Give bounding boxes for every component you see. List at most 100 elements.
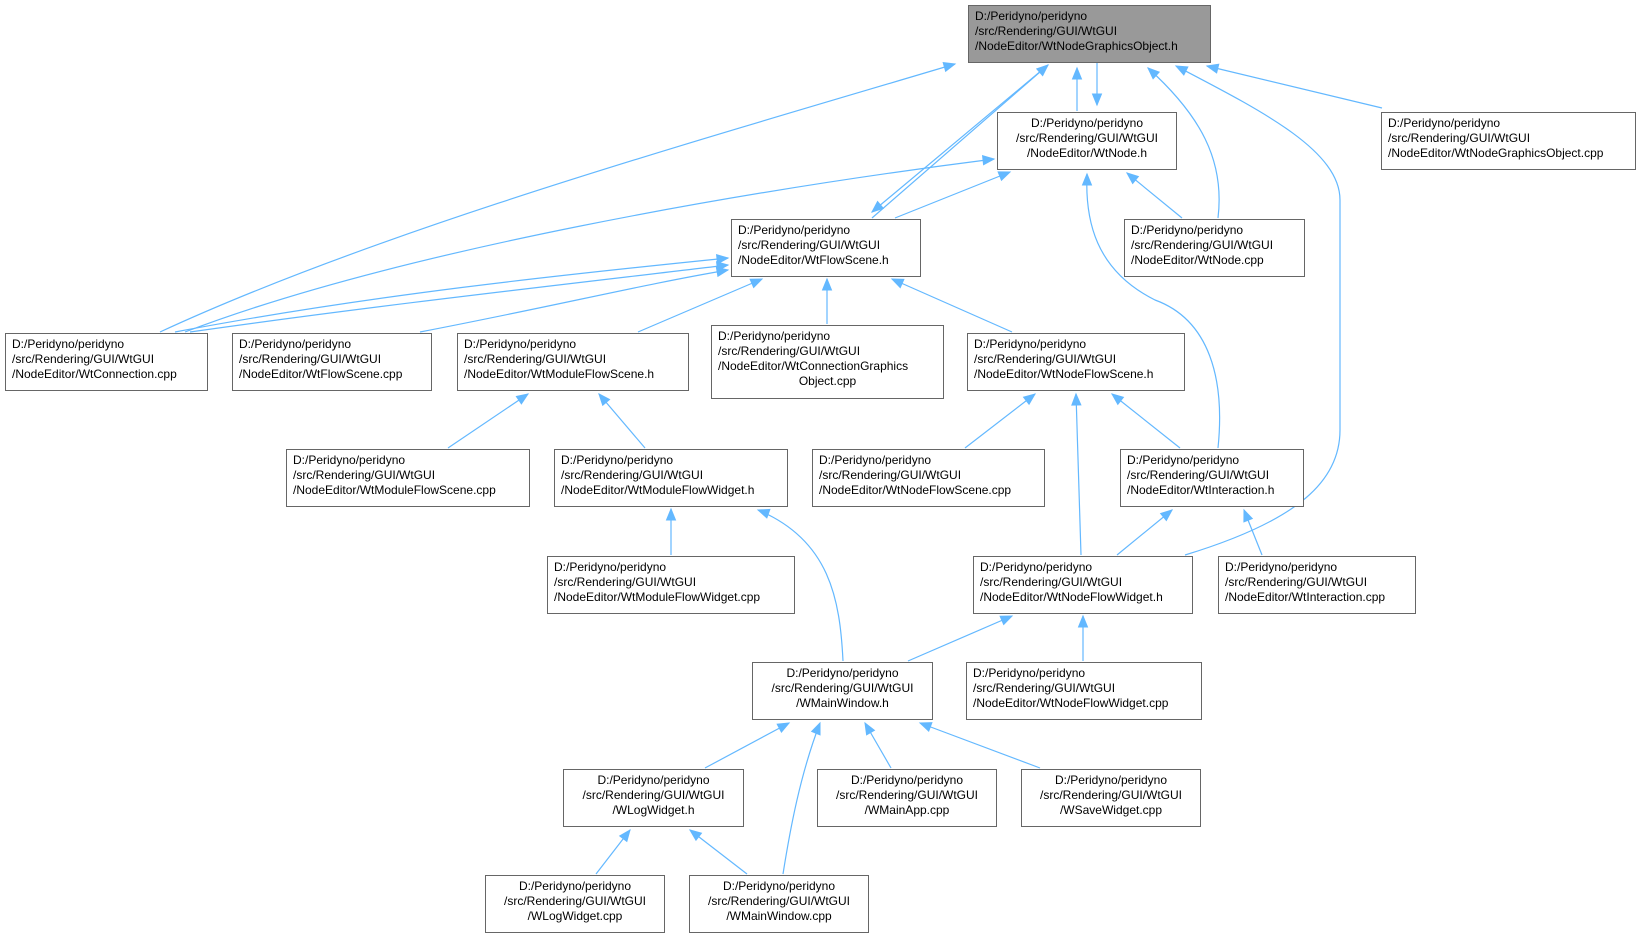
arrowhead xyxy=(618,828,631,843)
node-line: D:/Peridyno/peridyno xyxy=(554,560,667,574)
edge-flowscene-nodeh xyxy=(894,171,1012,219)
node-wtnodeflowscene-cpp[interactable]: D:/Peridyno/peridyno /src/Rendering/GUI/… xyxy=(812,449,1045,507)
edge-line xyxy=(689,829,748,875)
edge-line xyxy=(964,393,1036,449)
node-line: /WSaveWidget.cpp xyxy=(1059,803,1163,817)
edge-line xyxy=(907,615,1013,662)
arrowhead xyxy=(1147,67,1161,80)
node-line: /NodeEditor/WtModuleFlowScene.cpp xyxy=(293,483,496,497)
node-line: /src/Rendering/GUI/WtGUI xyxy=(1388,131,1531,145)
node-wtnodegraphicsobject-h[interactable]: D:/Peridyno/peridyno /src/Rendering/GUI/… xyxy=(968,5,1211,63)
edge-ngocpp-root xyxy=(1205,63,1383,109)
arrowhead xyxy=(715,266,730,278)
edge-root-flowscene xyxy=(870,64,1049,213)
node-line: /src/Rendering/GUI/WtGUI xyxy=(1131,238,1274,252)
edge-nodeflowscene-flowscene xyxy=(890,278,1013,333)
node-wtnodeflowwidget-cpp[interactable]: D:/Peridyno/peridyno /src/Rendering/GUI/… xyxy=(966,662,1202,720)
node-wsavewidget-cpp[interactable]: D:/Peridyno/peridyno /src/Rendering/GUI/… xyxy=(1021,769,1201,827)
node-wtconnection-cpp[interactable]: D:/Peridyno/peridyno /src/Rendering/GUI/… xyxy=(5,333,208,391)
edge-nodecpp-nodeh xyxy=(1125,172,1183,219)
arrowhead xyxy=(981,155,996,166)
node-wtinteraction-h[interactable]: D:/Peridyno/peridyno /src/Rendering/GUI/… xyxy=(1120,449,1304,507)
edge-line xyxy=(757,509,844,662)
node-wtmoduleflowscene-h[interactable]: D:/Peridyno/peridyno /src/Rendering/GUI/… xyxy=(457,333,689,391)
edge-line xyxy=(1116,509,1173,556)
node-wtinteraction-cpp[interactable]: D:/Peridyno/peridyno /src/Rendering/GUI/… xyxy=(1218,556,1416,614)
node-line: /src/Rendering/GUI/WtGUI xyxy=(835,788,979,802)
edge-line xyxy=(919,722,1041,769)
node-line: D:/Peridyno/peridyno xyxy=(239,337,352,351)
node-wmainwindow-h[interactable]: D:/Peridyno/peridyno /src/Rendering/GUI/… xyxy=(752,662,933,720)
edge-line xyxy=(782,722,821,875)
node-wtnodeflowscene-h[interactable]: D:/Peridyno/peridyno /src/Rendering/GUI/… xyxy=(967,333,1185,391)
node-line: /src/Rendering/GUI/WtGUI xyxy=(819,468,962,482)
node-line: D:/Peridyno/peridyno xyxy=(1054,773,1168,787)
node-line: D:/Peridyno/peridyno xyxy=(974,337,1087,351)
node-wmainwindow-cpp[interactable]: D:/Peridyno/peridyno /src/Rendering/GUI/… xyxy=(689,875,869,933)
node-line: /NodeEditor/WtNodeGraphicsObject.cpp xyxy=(1388,146,1604,160)
node-line: /src/Rendering/GUI/WtGUI xyxy=(12,352,155,366)
node-line: /NodeEditor/WtModuleFlowScene.h xyxy=(464,367,655,381)
arrowhead xyxy=(515,393,530,405)
arrowhead xyxy=(749,278,764,289)
node-wtnodeflowwidget-h[interactable]: D:/Peridyno/peridyno /src/Rendering/GUI/… xyxy=(973,556,1193,614)
node-line: /src/Rendering/GUI/WtGUI xyxy=(771,681,914,695)
node-wtflowscene-h[interactable]: D:/Peridyno/peridyno /src/Rendering/GUI/… xyxy=(731,219,921,277)
node-wtnode-h[interactable]: D:/Peridyno/peridyno /src/Rendering/GUI/… xyxy=(997,112,1177,170)
node-line: /NodeEditor/WtNode.h xyxy=(1026,146,1148,160)
node-line: D:/Peridyno/peridyno xyxy=(850,773,964,787)
node-line: /src/Rendering/GUI/WtGUI xyxy=(980,575,1123,589)
edge-line xyxy=(1111,393,1181,449)
node-line: /src/Rendering/GUI/WtGUI xyxy=(1039,788,1183,802)
node-wtnodegraphicsobject-cpp[interactable]: D:/Peridyno/peridyno /src/Rendering/GUI/… xyxy=(1381,112,1636,170)
edge-mainwindow-moduleflowwidget xyxy=(756,508,844,662)
node-line: /NodeEditor/WtInteraction.h xyxy=(1127,483,1275,497)
node-line: /src/Rendering/GUI/WtGUI xyxy=(738,238,881,252)
node-wtflowscene-cpp[interactable]: D:/Peridyno/peridyno /src/Rendering/GUI/… xyxy=(232,333,432,391)
arrowhead xyxy=(1081,172,1093,186)
node-line: D:/Peridyno/peridyno xyxy=(973,666,1086,680)
edge-line xyxy=(1206,65,1383,109)
edge-nodeflowwidgetcpp-nodeflowwidget xyxy=(1077,614,1089,661)
edge-line xyxy=(894,171,1011,219)
node-wmainapp-cpp[interactable]: D:/Peridyno/peridyno /src/Rendering/GUI/… xyxy=(817,769,997,827)
arrowhead xyxy=(598,392,611,407)
edge-logwidget-mainwindow xyxy=(704,722,791,769)
edge-conngraphics-flowscene xyxy=(821,277,833,324)
node-wtconnectiongraphicsobject-cpp[interactable]: D:/Peridyno/peridyno /src/Rendering/GUI/… xyxy=(711,325,944,399)
arrowhead xyxy=(1174,65,1189,76)
edge-line xyxy=(598,393,646,449)
arrowhead xyxy=(1110,393,1125,406)
edge-line xyxy=(1086,173,1221,449)
node-line: /WLogWidget.cpp xyxy=(527,909,623,923)
node-line: /NodeEditor/WtFlowScene.cpp xyxy=(239,367,403,381)
edge-interaction-nodeh xyxy=(1081,172,1221,449)
node-wtnode-cpp[interactable]: D:/Peridyno/peridyno /src/Rendering/GUI/… xyxy=(1124,219,1305,277)
arrowhead xyxy=(997,171,1012,182)
node-wlogwidget-h[interactable]: D:/Peridyno/peridyno /src/Rendering/GUI/… xyxy=(563,769,744,827)
node-line: D:/Peridyno/peridyno xyxy=(1030,116,1144,130)
arrowhead xyxy=(715,254,730,265)
node-line: D:/Peridyno/peridyno xyxy=(1131,223,1244,237)
node-line: /src/Rendering/GUI/WtGUI xyxy=(707,894,851,908)
edge-connection-flowscene xyxy=(189,261,730,333)
node-line: D:/Peridyno/peridyno xyxy=(464,337,577,351)
arrowhead xyxy=(999,615,1014,626)
node-wtmoduleflowwidget-cpp[interactable]: D:/Peridyno/peridyno /src/Rendering/GUI/… xyxy=(547,556,795,614)
node-line: D:/Peridyno/peridyno xyxy=(722,879,836,893)
node-line: D:/Peridyno/peridyno xyxy=(12,337,125,351)
node-wlogwidget-cpp[interactable]: D:/Peridyno/peridyno /src/Rendering/GUI/… xyxy=(485,875,665,933)
node-wtmoduleflowscene-cpp[interactable]: D:/Peridyno/peridyno /src/Rendering/GUI/… xyxy=(286,449,530,507)
node-line: /WLogWidget.h xyxy=(612,803,695,817)
node-line: /NodeEditor/WtNodeFlowWidget.cpp xyxy=(973,696,1169,710)
node-line: D:/Peridyno/peridyno xyxy=(1127,453,1240,467)
node-line: /NodeEditor/WtNodeFlowWidget.h xyxy=(980,590,1163,604)
node-wtmoduleflowwidget-h[interactable]: D:/Peridyno/peridyno /src/Rendering/GUI/… xyxy=(554,449,788,507)
node-line: /NodeEditor/WtFlowScene.h xyxy=(738,253,889,267)
arrowhead xyxy=(918,722,933,732)
node-line: /src/Rendering/GUI/WtGUI xyxy=(975,24,1118,38)
node-line: /NodeEditor/WtConnectionGraphics xyxy=(718,359,909,373)
node-line: D:/Peridyno/peridyno xyxy=(819,453,932,467)
